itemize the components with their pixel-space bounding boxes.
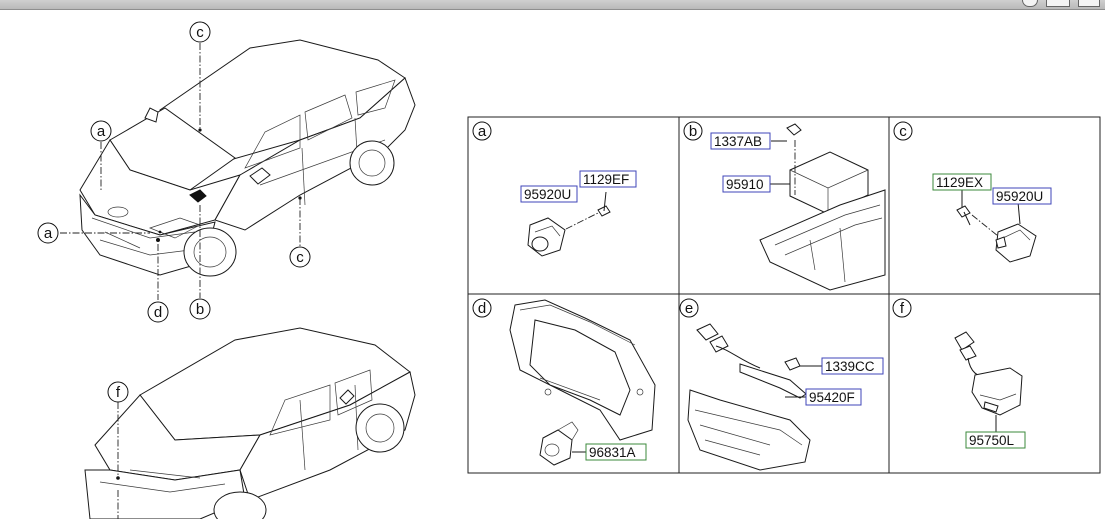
part-95920U-c: 95920U <box>996 189 1043 204</box>
bolt-part-a <box>597 191 611 217</box>
part-1129EF: 1129EF <box>583 172 629 187</box>
panel-e-label: e <box>685 300 693 317</box>
callout-a-upper: a <box>90 120 112 142</box>
front-car-illustration <box>79 39 416 277</box>
window-top-bar <box>0 0 1105 10</box>
keyboard-icon[interactable] <box>1046 0 1070 7</box>
part-box-1339CC <box>821 357 884 375</box>
rear-car-illustration <box>84 327 416 519</box>
callout-f-text: f <box>116 384 121 401</box>
wiring-harness-e <box>696 323 807 399</box>
panel-d: d 96831A <box>472 298 656 466</box>
panel-f-label: f <box>900 300 905 317</box>
part-box-95420F <box>805 388 862 406</box>
airbag-module-b <box>786 123 869 215</box>
bolt-part-c <box>956 205 971 226</box>
part-box-95920U-a <box>520 185 578 203</box>
part-box-95920U-c <box>992 187 1052 205</box>
part-95420F: 95420F <box>809 390 855 405</box>
part-box-95750L <box>965 431 1026 449</box>
parts-grid <box>467 116 1101 474</box>
impact-sensor-d <box>539 421 579 466</box>
part-box-1129EF <box>579 170 637 188</box>
part-box-1129EX <box>932 173 992 191</box>
rear-panel-e <box>687 389 811 471</box>
part-box-95910 <box>722 175 771 193</box>
callout-c-top-text: c <box>196 24 204 41</box>
callout-a-left-text: a <box>44 225 53 242</box>
part-1339CC: 1339CC <box>825 359 875 374</box>
panel-f: f 95750L <box>892 298 1026 449</box>
radiator-support-d <box>509 299 656 441</box>
panel-a: a 95920U 1129EF <box>472 121 637 257</box>
callout-c-right: c <box>289 246 311 268</box>
part-box-1337AB <box>710 132 771 150</box>
sensor-part-c <box>995 223 1037 263</box>
callout-c-top: c <box>189 21 211 43</box>
window-icon[interactable] <box>1078 0 1100 7</box>
part-1337AB: 1337AB <box>714 134 762 149</box>
rear-camera-f <box>954 331 1023 416</box>
part-96831A: 96831A <box>589 445 636 460</box>
part-95910: 95910 <box>726 177 764 192</box>
panel-a-label: a <box>478 123 487 140</box>
callout-c-right-text: c <box>296 249 304 266</box>
panel-e: e 1339CC 95420F <box>679 298 884 471</box>
part-95750L: 95750L <box>969 433 1015 448</box>
callout-f: f <box>107 381 129 403</box>
sensor-part-a <box>527 217 566 257</box>
panel-b-label: b <box>689 123 697 140</box>
panel-c-label: c <box>899 123 907 140</box>
part-95920U-a: 95920U <box>524 187 571 202</box>
part-1129EX: 1129EX <box>936 175 983 190</box>
callout-b: b <box>189 298 211 320</box>
callout-d-text: d <box>154 304 162 321</box>
callout-b-text: b <box>196 301 204 318</box>
panel-d-label: d <box>478 300 486 317</box>
panel-b: b 1337AB 95910 <box>683 121 886 291</box>
callout-d: d <box>147 301 169 323</box>
callout-a-upper-text: a <box>97 123 106 140</box>
callout-a-left: a <box>37 222 59 244</box>
panel-c: c 1129EX 95920U <box>893 121 1052 263</box>
part-box-96831A <box>585 443 647 461</box>
floor-bracket-b <box>759 189 886 291</box>
